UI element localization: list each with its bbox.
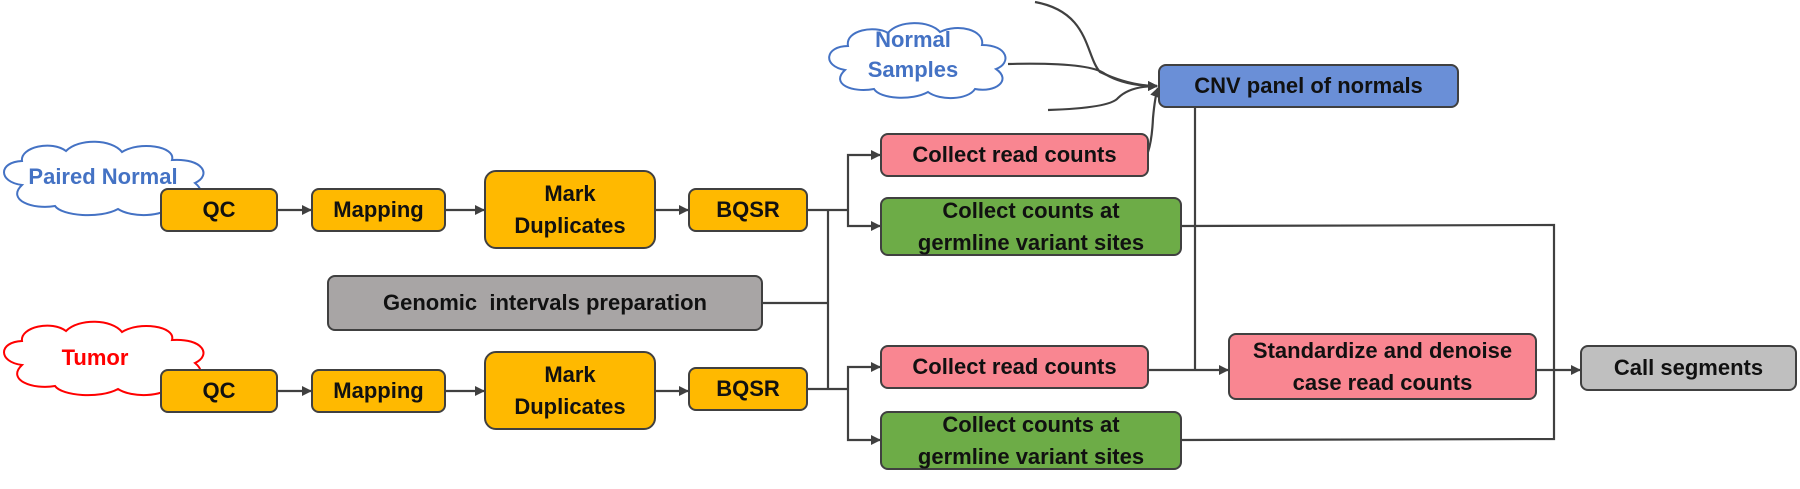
- normal-samples-label: Normal Samples: [867, 27, 959, 82]
- tumor-branch-to-read-counts: [846, 362, 881, 389]
- normal-samples-cloud: [828, 22, 1007, 99]
- cnv-panel-of-normals-box: CNV panel of normals: [1158, 64, 1459, 108]
- normal-read-counts-to-pon: [1146, 87, 1160, 153]
- tumor-branch-to-allelic: [846, 389, 881, 445]
- normal-collect-allelic-counts-box: Collect counts at germline variant sites: [880, 197, 1182, 256]
- normal-samples-curve-top: [1034, 0, 1158, 91]
- normal-bqsr-box: BQSR: [688, 188, 808, 232]
- tumor-label: Tumor: [61, 345, 129, 370]
- genomic-intervals-box: Genomic intervals preparation: [327, 275, 763, 331]
- tumor-cloud: [3, 320, 205, 397]
- tumor-collect-allelic-counts-box: Collect counts at germline variant sites: [880, 411, 1182, 470]
- tumor-bqsr-box: BQSR: [688, 367, 808, 411]
- paired-normal-cloud: [3, 140, 205, 217]
- normal-qc-box: QC: [160, 188, 278, 232]
- normal-samples-curve-bottom: [1047, 81, 1158, 112]
- tumor-qc-box: QC: [160, 369, 278, 413]
- tumor-mark-duplicates-box: Mark Duplicates: [484, 351, 656, 430]
- normal-mark-duplicates-box: Mark Duplicates: [484, 170, 656, 249]
- normal-branch-to-allelic: [846, 210, 881, 231]
- normal-branch-to-read-counts: [846, 150, 881, 210]
- normal-collect-read-counts-box: Collect read counts: [880, 133, 1149, 177]
- paired-normal-label: Paired Normal: [28, 164, 178, 189]
- normal-samples-curve-mid: [1007, 62, 1158, 91]
- call-segments-box: Call segments: [1580, 345, 1797, 391]
- normal-mapping-box: Mapping: [311, 188, 446, 232]
- normal-allelic-to-collector: [1181, 223, 1556, 442]
- standardize-denoise-box: Standardize and denoise case read counts: [1228, 333, 1537, 400]
- tumor-collect-read-counts-box: Collect read counts: [880, 345, 1149, 389]
- tumor-mapping-box: Mapping: [311, 369, 446, 413]
